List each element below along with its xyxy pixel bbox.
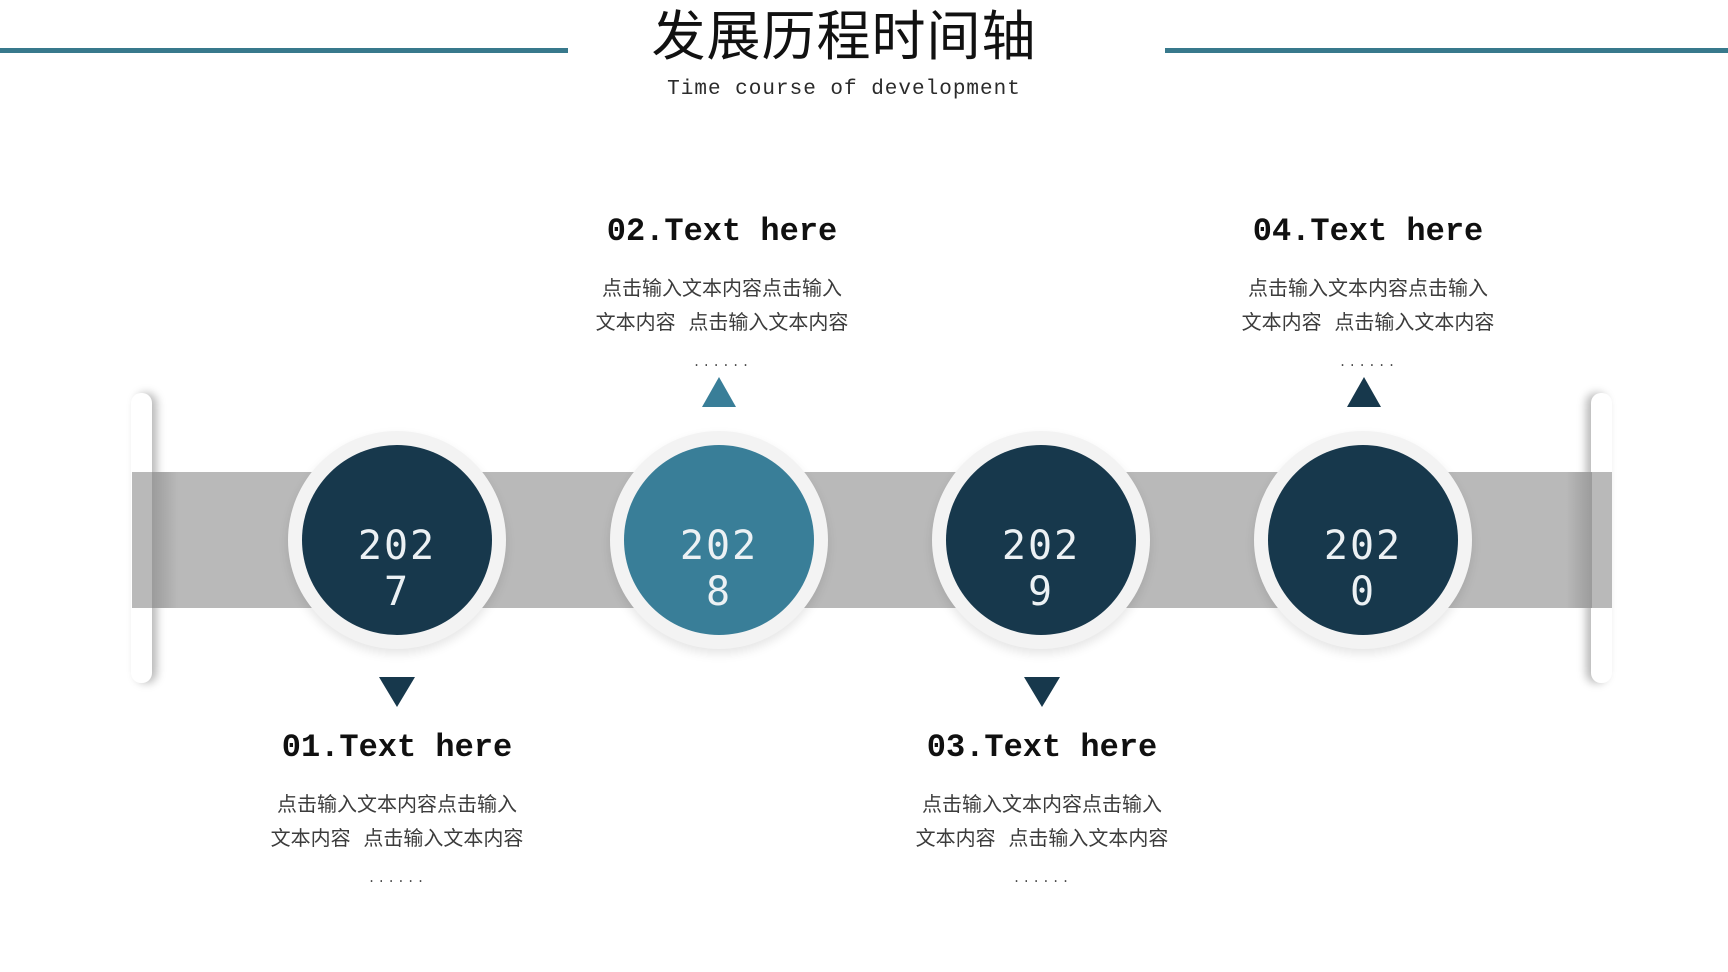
section-title: 03.Text here	[926, 729, 1158, 766]
year-label: 202 8	[679, 523, 759, 615]
body-line: 文本内容 点击输入文本内容	[595, 310, 849, 334]
band-shadow-left	[152, 472, 178, 608]
triangle-down-icon	[1024, 677, 1060, 707]
band-shadow-right	[1566, 472, 1592, 608]
year-circle-fill: 202 7	[302, 445, 492, 635]
header-rule-right	[1165, 48, 1728, 53]
year-label: 202 7	[357, 523, 437, 615]
section-body: 点击输入文本内容点击输入 文本内容 点击输入文本内容	[542, 271, 902, 339]
year-circle-2020: 202 0	[1254, 431, 1472, 649]
body-line: 文本内容 点击输入文本内容	[1241, 310, 1495, 334]
triangle-up-icon	[1347, 377, 1381, 407]
ellipsis-dots: ......	[1012, 871, 1072, 886]
page-title: 发展历程时间轴	[651, 5, 1037, 68]
section-body: 点击输入文本内容点击输入 文本内容 点击输入文本内容	[217, 787, 577, 855]
text-section-04: 04.Text here 点击输入文本内容点击输入 文本内容 点击输入文本内容 …	[1188, 214, 1548, 371]
year-circle-2028: 202 8	[610, 431, 828, 649]
section-title: 04.Text here	[1252, 213, 1484, 250]
text-section-01: 01.Text here 点击输入文本内容点击输入 文本内容 点击输入文本内容 …	[217, 730, 577, 887]
header-rule-left	[0, 48, 568, 53]
ellipsis-dots: ......	[1338, 355, 1398, 370]
body-line: 点击输入文本内容点击输入	[922, 792, 1162, 816]
section-title: 01.Text here	[281, 729, 513, 766]
year-circle-2027: 202 7	[288, 431, 506, 649]
section-body: 点击输入文本内容点击输入 文本内容 点击输入文本内容	[862, 787, 1222, 855]
triangle-down-icon	[379, 677, 415, 707]
ellipsis-dots: ......	[367, 871, 427, 886]
body-line: 文本内容 点击输入文本内容	[915, 826, 1169, 850]
year-circle-fill: 202 8	[624, 445, 814, 635]
year-label: 202 0	[1323, 523, 1403, 615]
body-line: 点击输入文本内容点击输入	[277, 792, 517, 816]
year-circle-2029: 202 9	[932, 431, 1150, 649]
year-label: 202 9	[1001, 523, 1081, 615]
text-section-02: 02.Text here 点击输入文本内容点击输入 文本内容 点击输入文本内容 …	[542, 214, 902, 371]
section-body: 点击输入文本内容点击输入 文本内容 点击输入文本内容	[1188, 271, 1548, 339]
section-title: 02.Text here	[606, 213, 838, 250]
ellipsis-dots: ......	[692, 355, 752, 370]
body-line: 文本内容 点击输入文本内容	[270, 826, 524, 850]
year-circle-fill: 202 9	[946, 445, 1136, 635]
page-subtitle: Time course of development	[667, 78, 1021, 101]
body-line: 点击输入文本内容点击输入	[1248, 276, 1488, 300]
triangle-up-icon	[702, 377, 736, 407]
text-section-03: 03.Text here 点击输入文本内容点击输入 文本内容 点击输入文本内容 …	[862, 730, 1222, 887]
body-line: 点击输入文本内容点击输入	[602, 276, 842, 300]
header: 发展历程时间轴 Time course of development	[0, 5, 1688, 102]
year-circle-fill: 202 0	[1268, 445, 1458, 635]
